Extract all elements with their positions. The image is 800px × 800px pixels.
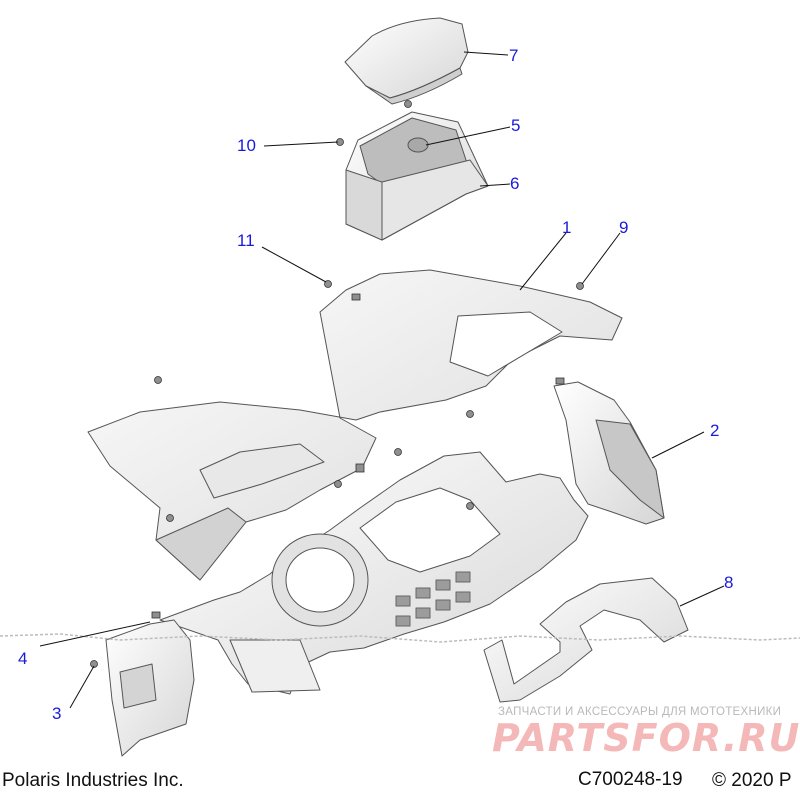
torn-edge bbox=[0, 633, 800, 643]
callout-6[interactable]: 6 bbox=[510, 174, 520, 193]
callout-3[interactable]: 3 bbox=[52, 704, 62, 723]
callout-11[interactable]: 11 bbox=[237, 231, 255, 250]
watermark-logo: PARTSFOR.RU bbox=[492, 716, 800, 760]
fastener-part-11 bbox=[324, 280, 332, 288]
footer-copyright: © 2020 P bbox=[712, 770, 792, 791]
fastener-part-9 bbox=[576, 282, 584, 290]
callout-10[interactable]: 10 bbox=[237, 136, 256, 155]
clip-part-3 bbox=[90, 660, 98, 668]
callout-9[interactable]: 9 bbox=[619, 218, 629, 237]
storage-lid-part-7 bbox=[344, 17, 469, 99]
watermark-subtitle: ЗАПЧАСТИ И АКСЕССУАРЫ ДЛЯ МОТОТЕХНИКИ bbox=[498, 706, 782, 718]
storage-cap-part-5 bbox=[407, 137, 429, 153]
footer-diagram-code: C700248-19 bbox=[578, 769, 683, 790]
callout-7[interactable]: 7 bbox=[509, 46, 519, 65]
callout-2[interactable]: 2 bbox=[710, 421, 720, 440]
callout-1[interactable]: 1 bbox=[562, 218, 572, 237]
callout-8[interactable]: 8 bbox=[724, 573, 734, 592]
callout-4[interactable]: 4 bbox=[18, 649, 28, 668]
footer-company: Polaris Industries Inc. bbox=[2, 770, 184, 791]
callout-5[interactable]: 5 bbox=[511, 116, 521, 135]
